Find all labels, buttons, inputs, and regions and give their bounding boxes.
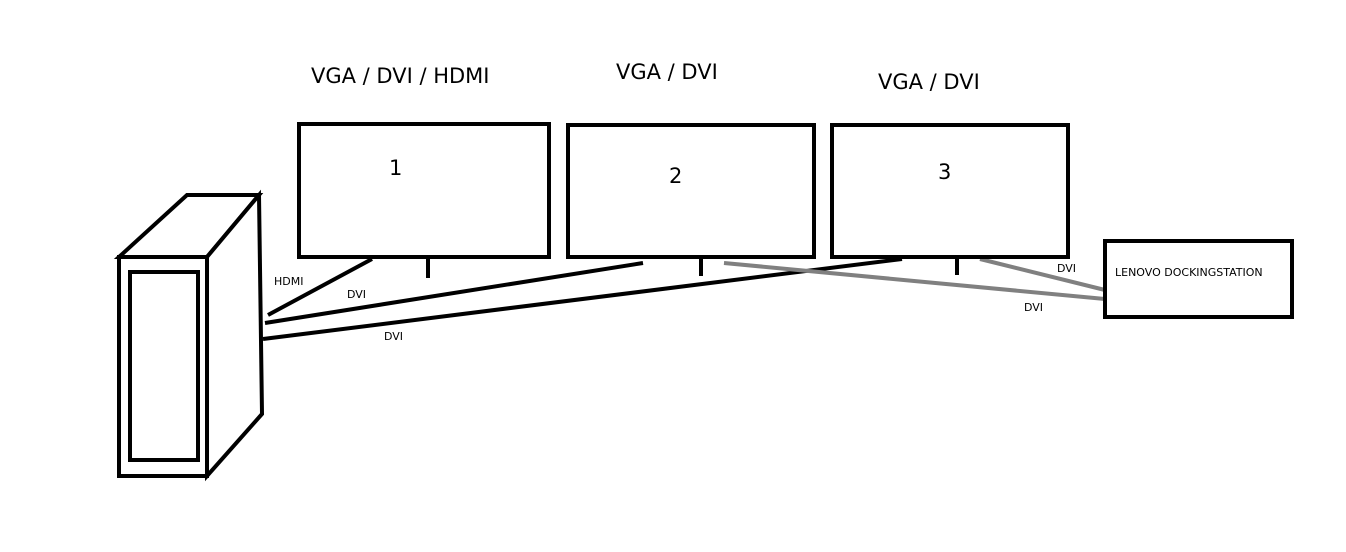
cable-label-dvi-monitor-2: DVI [347,288,366,301]
monitor-2-number: 2 [669,164,682,188]
docking-station-box [1103,239,1294,319]
monitor-1: VGA / DVI / HDMI 1 [297,64,551,278]
pc-tower-drive-bay [128,270,200,462]
cable-dvi-monitor-3 [262,257,903,341]
monitor-2: VGA / DVI 2 [566,60,816,276]
cable-label-dvi-dock-3: DVI [1057,262,1076,275]
monitor-3-screen [830,123,1070,259]
monitor-1-screen [297,122,551,259]
cable-dvi-monitor-2 [264,261,644,325]
docking-station: LENOVO DOCKINGSTATION [1103,239,1294,319]
monitor-2-ports: VGA / DVI [616,60,718,84]
cables [262,257,1106,341]
monitor-3: VGA / DVI 3 [830,70,1070,275]
docking-station-label: LENOVO DOCKINGSTATION [1115,266,1263,279]
cable-dvi-dock-monitor-2 [723,261,1106,301]
monitor-3-number: 3 [938,160,951,184]
cable-labels: HDMI DVI DVI DVI DVI [274,262,1076,343]
cable-label-hdmi: HDMI [274,275,303,288]
cable-dvi-dock-monitor-3 [979,257,1106,292]
pc-tower [113,189,265,482]
cable-label-dvi-monitor-3: DVI [384,330,403,343]
monitor-3-ports: VGA / DVI [878,70,980,94]
monitor-1-ports: VGA / DVI / HDMI [311,64,490,88]
cable-hdmi-monitor-1 [267,257,373,317]
monitor-1-number: 1 [389,156,402,180]
monitor-2-screen [566,123,816,259]
cable-label-dvi-dock-2: DVI [1024,301,1043,314]
